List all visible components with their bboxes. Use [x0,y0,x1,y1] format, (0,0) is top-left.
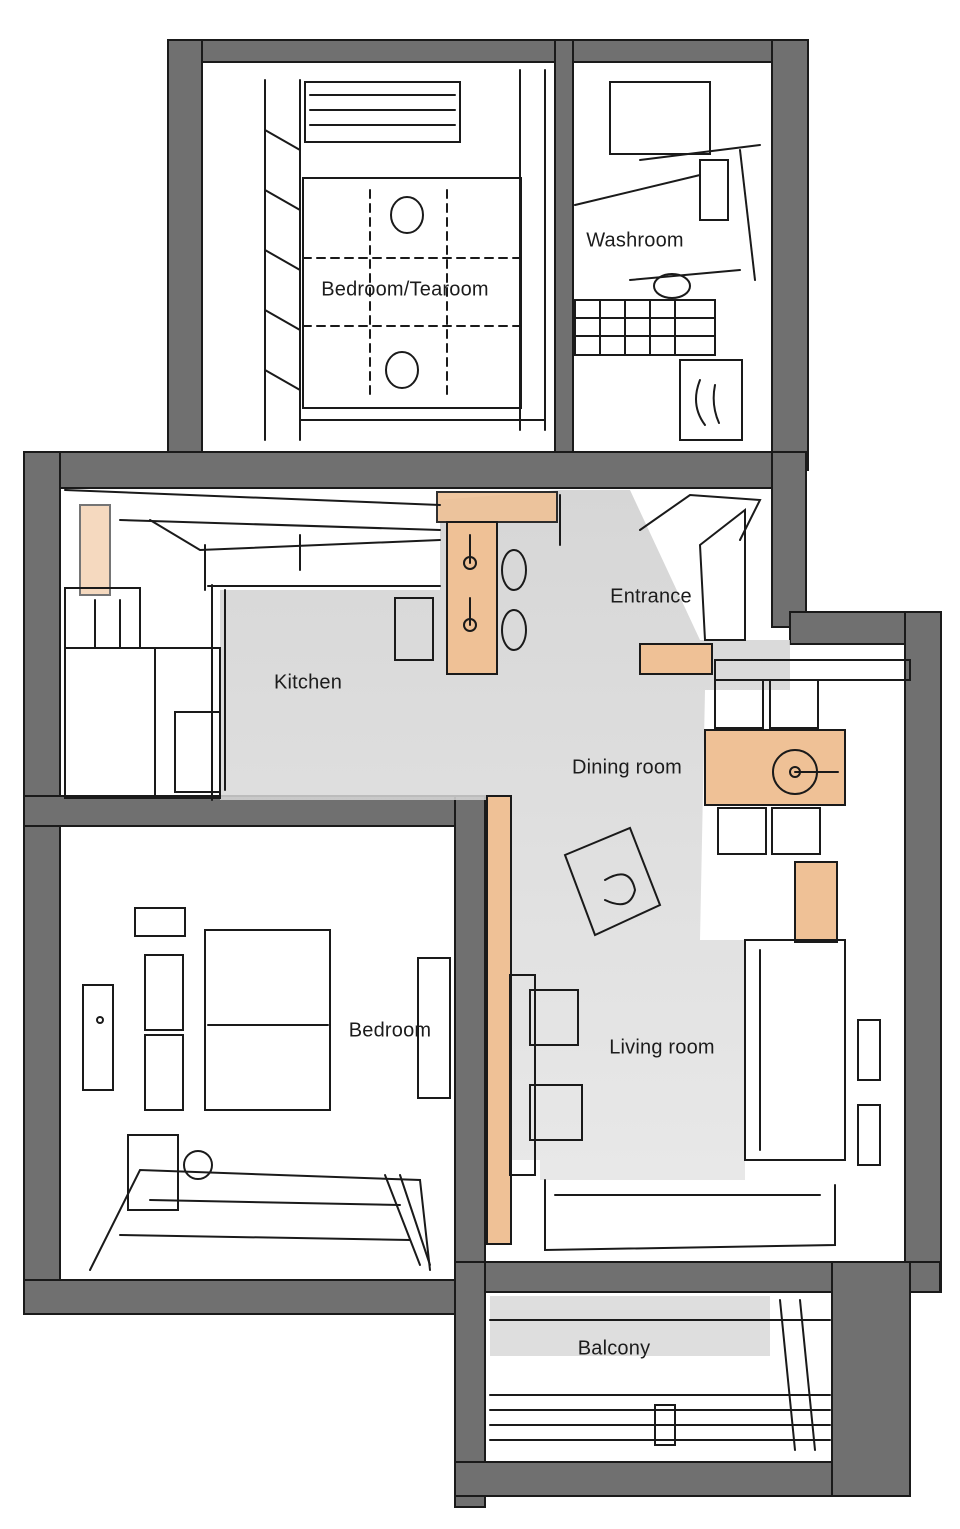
label-entrance: Entrance [610,585,692,608]
entrance-sketch [559,493,762,641]
label-bedroom-tearoom: Bedroom/Tearoom [321,278,489,301]
label-kitchen: Kitchen [273,671,343,694]
walls [23,39,942,1508]
balcony-sketch [489,1299,831,1451]
bedroom-sketch [82,907,451,1271]
label-bedroom: Bedroom [348,1019,432,1042]
label-washroom: Washroom [586,229,684,252]
wood-elements [79,491,846,1245]
label-balcony: Balcony [577,1337,651,1360]
dining-sketch [714,659,911,855]
label-dining-room: Dining room [571,756,683,779]
living-sketch [499,826,881,1263]
label-living-room: Living room [609,1036,715,1059]
washroom-sketch [574,81,761,441]
tearoom-sketch [264,69,546,441]
kitchen-sketch [64,489,527,801]
